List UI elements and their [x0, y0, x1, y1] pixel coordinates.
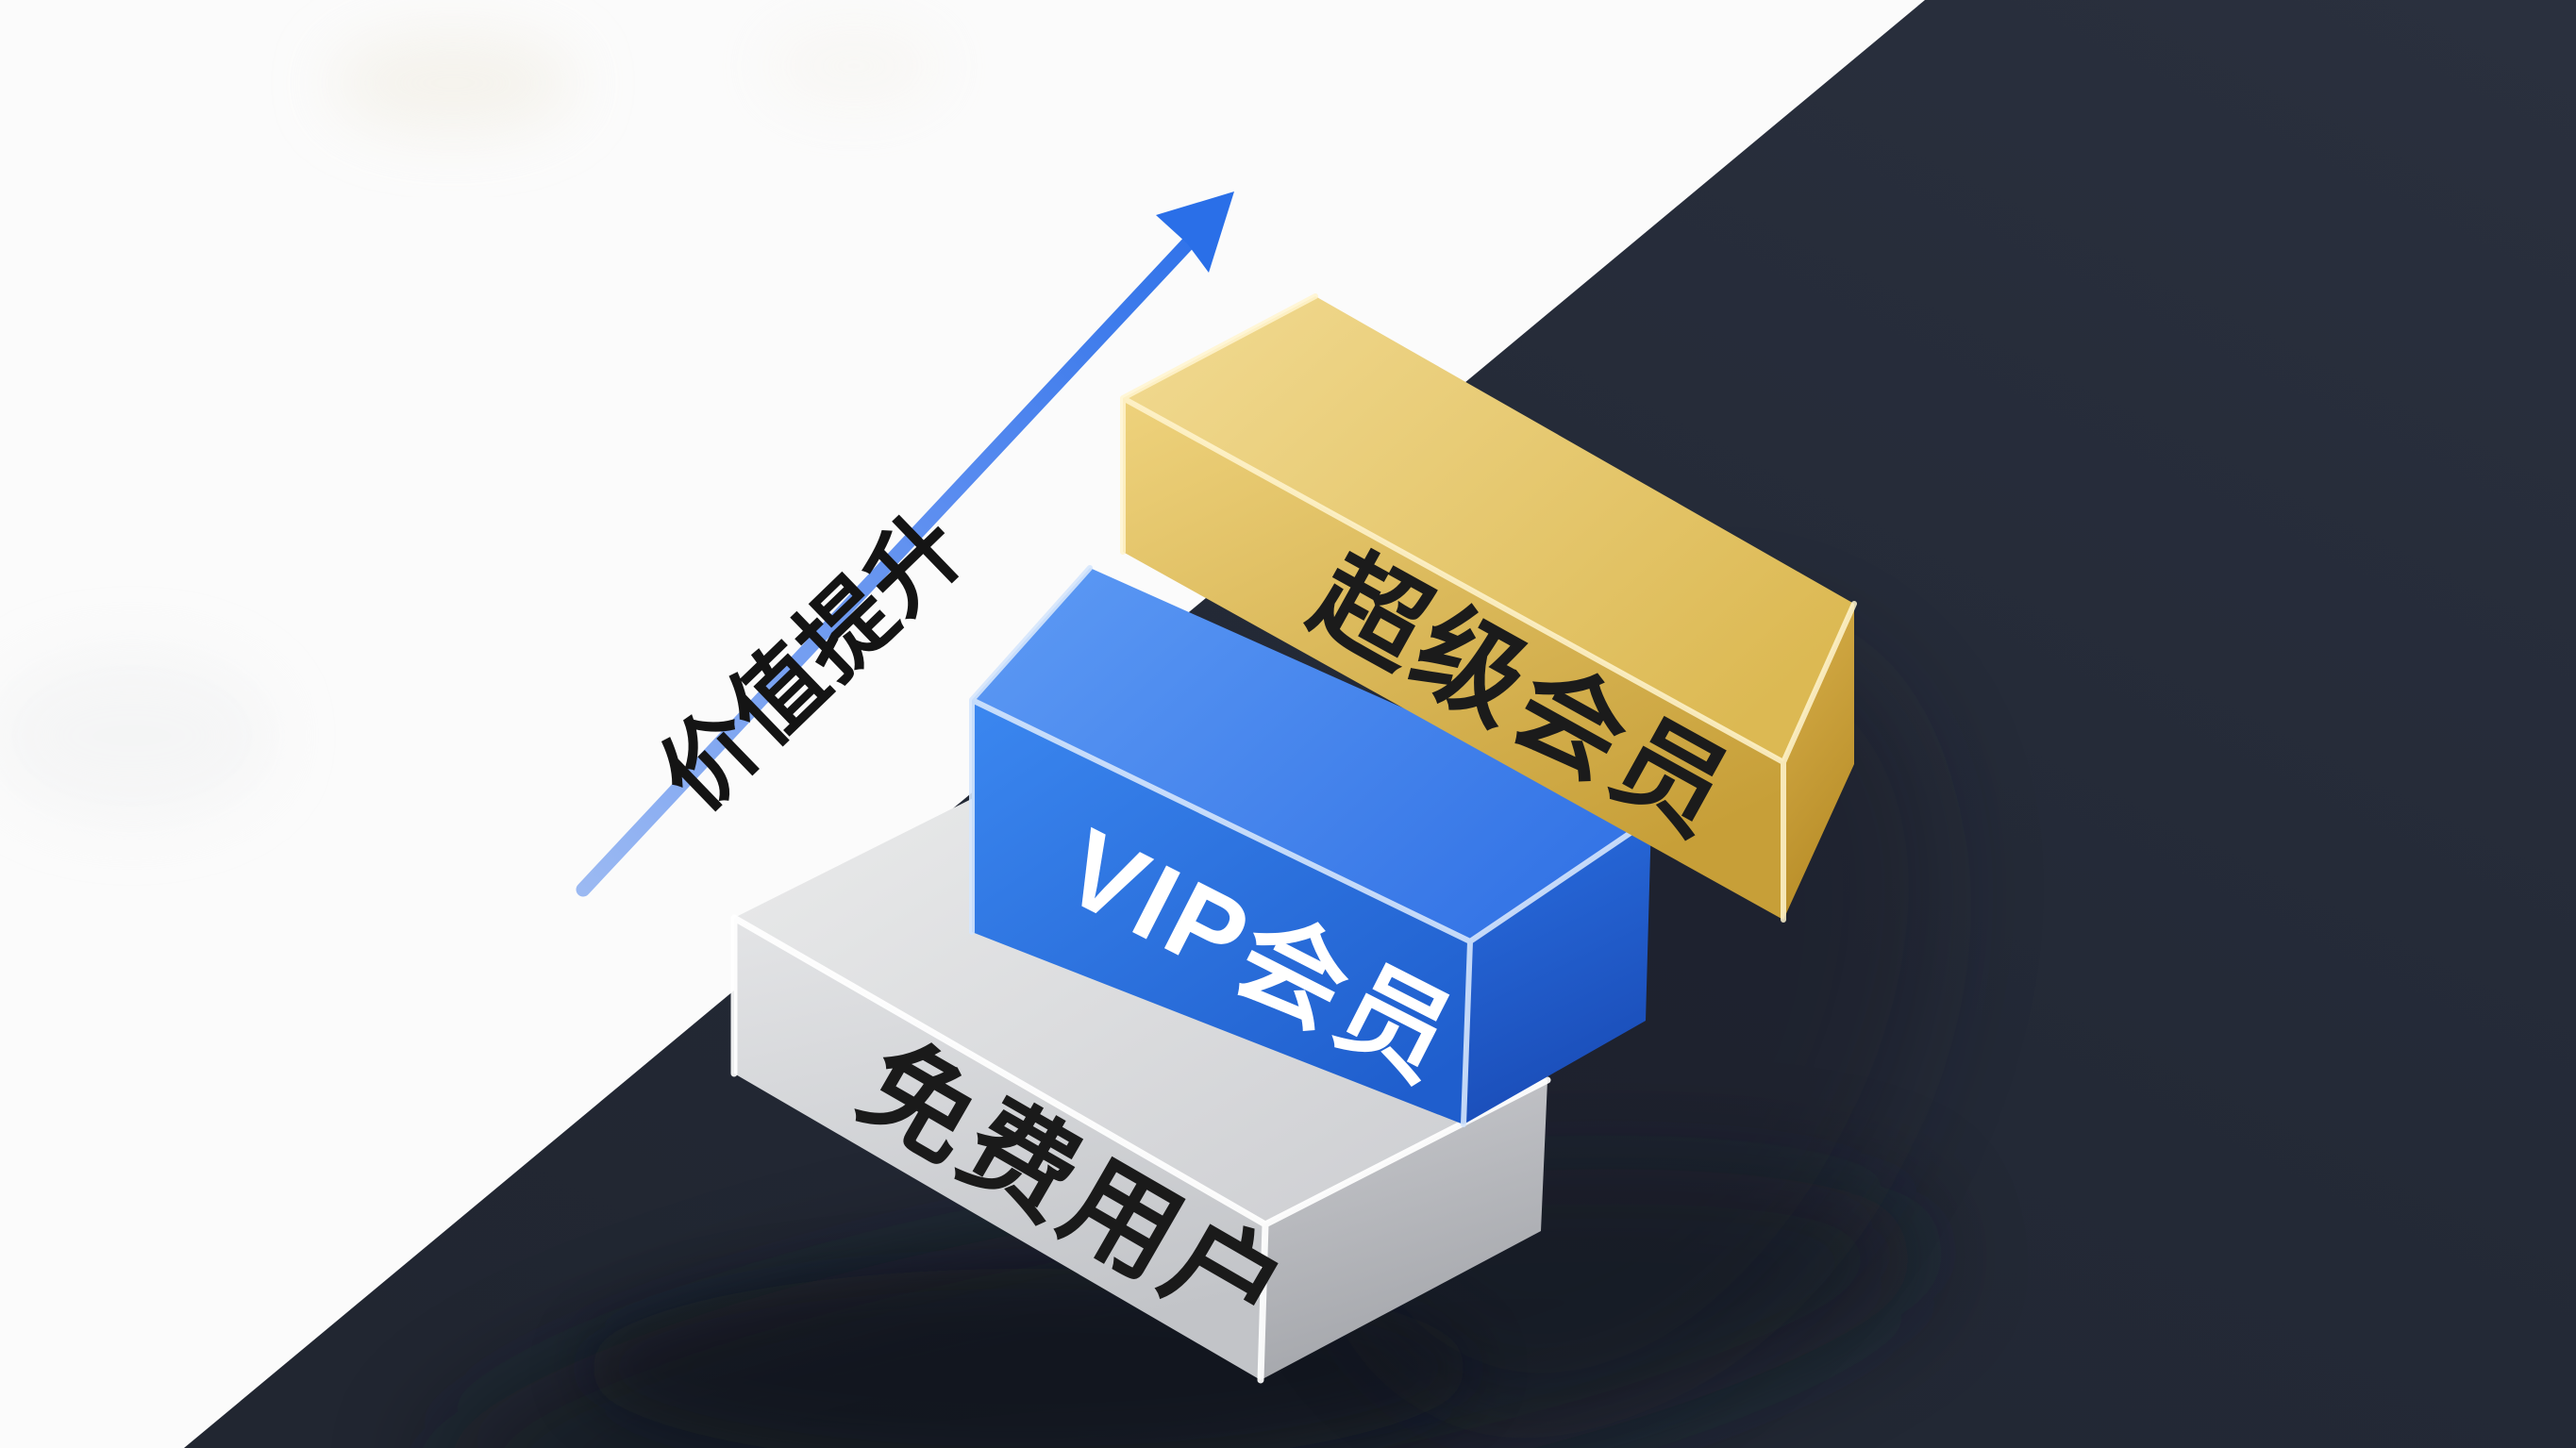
- vip-top-face: [972, 568, 1651, 941]
- step-vip-member: VIP会员: [969, 565, 1654, 1127]
- arrow-shaft: [576, 237, 1195, 897]
- super-top-face: [1123, 296, 1854, 762]
- step-super-member: 超级会员: [1120, 293, 1857, 923]
- super-front-face: [1123, 398, 1783, 920]
- vip-right-face: [1464, 819, 1651, 1124]
- paper-smudges: [0, 24, 944, 821]
- vip-edge-highlight: [969, 565, 1654, 1127]
- super-edge-highlight: [1120, 293, 1857, 923]
- free-edge-highlight: [730, 914, 1551, 1384]
- free-front-face: [734, 918, 1265, 1380]
- arrow-head-icon: [1156, 191, 1234, 273]
- vip-front-face: [972, 700, 1470, 1124]
- free-right-face: [1261, 1080, 1547, 1380]
- growth-arrow: [576, 191, 1234, 897]
- super-right-face: [1783, 604, 1854, 920]
